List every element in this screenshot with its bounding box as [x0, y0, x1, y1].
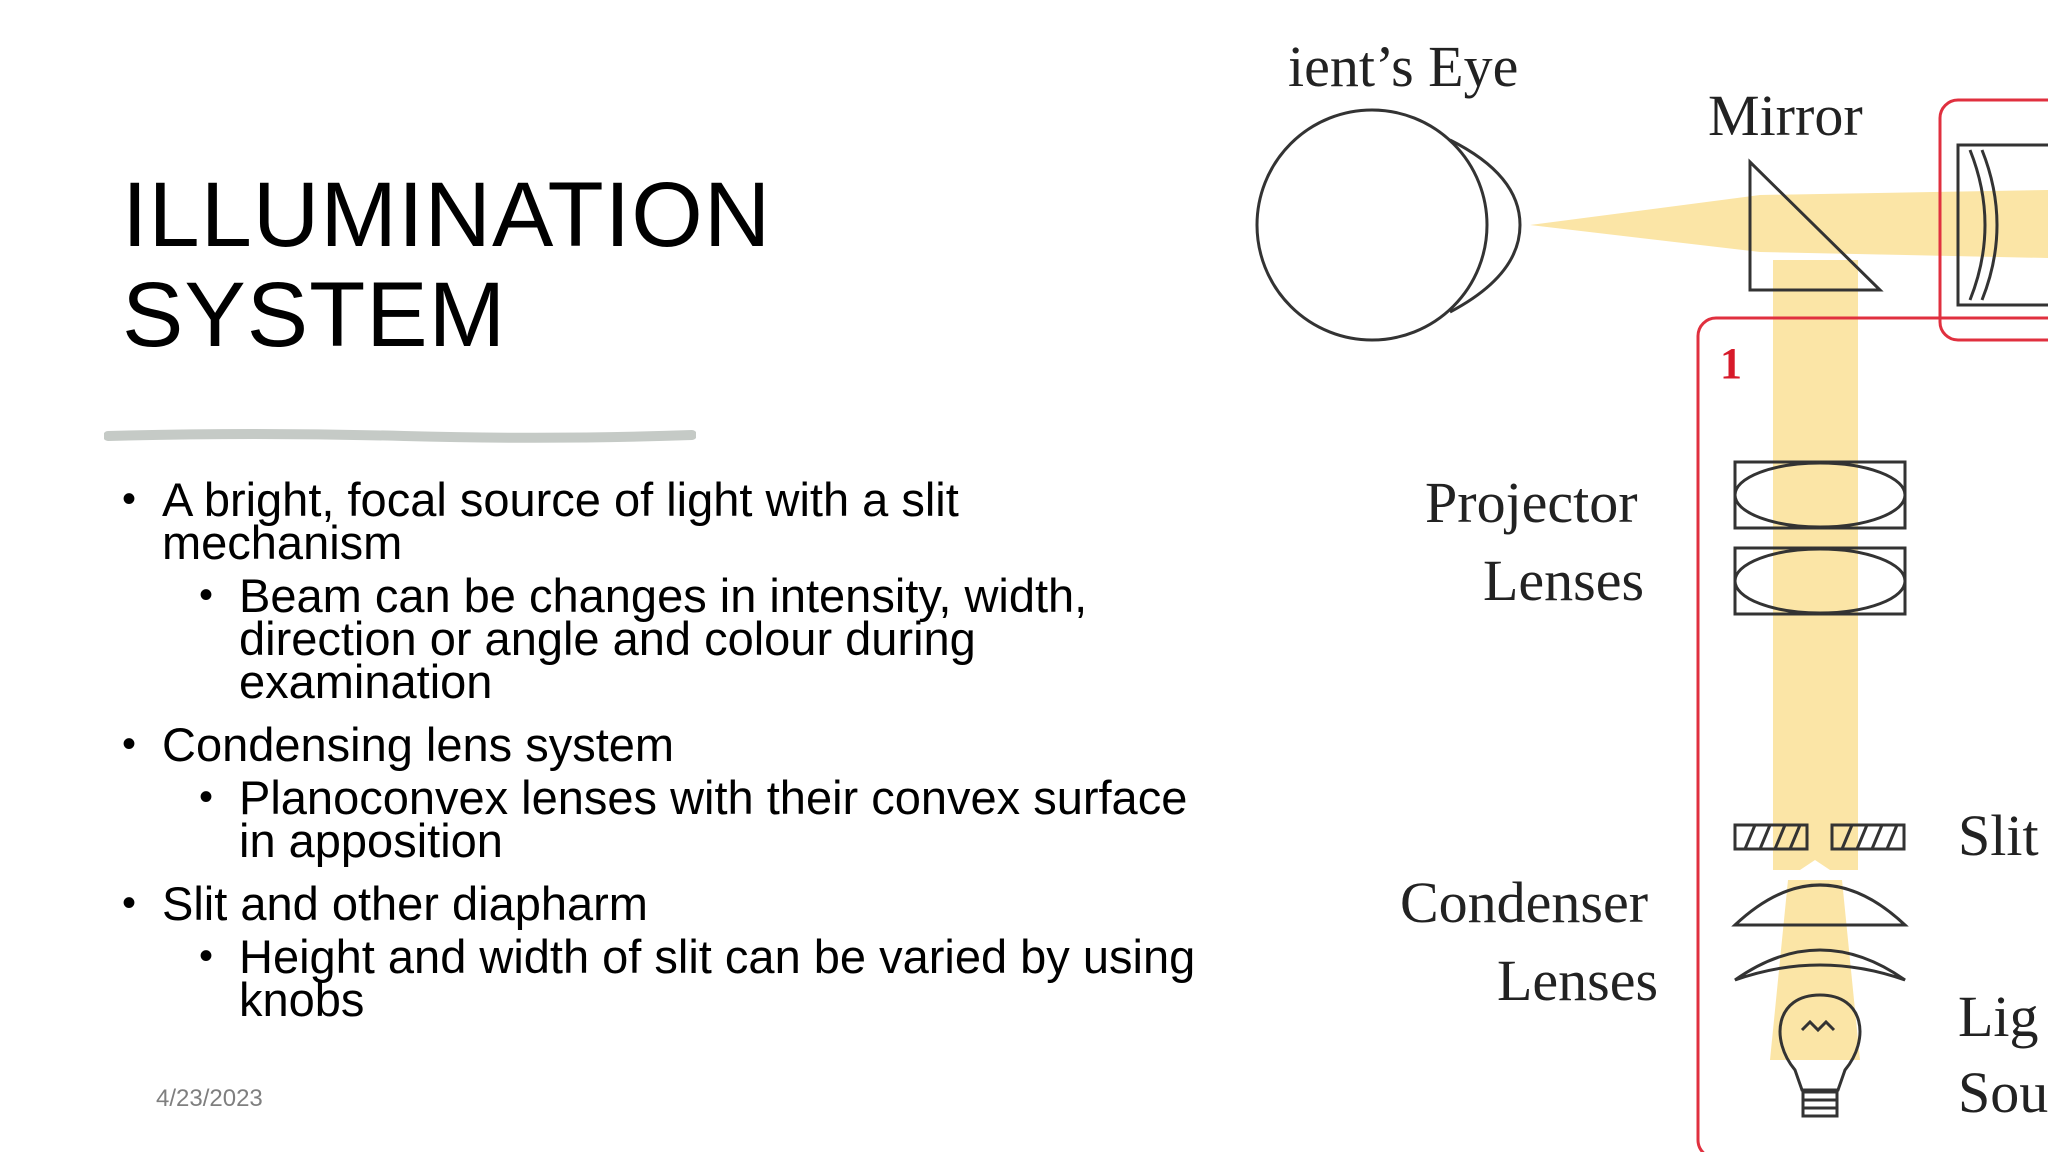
sub-bullet-3: • Height and width of slit can be varied… [122, 930, 1202, 1026]
bullet-text: Slit and other diapharm [162, 877, 648, 930]
eye-icon [1255, 108, 1522, 342]
sub-bullet-2: • Planoconvex lenses with their convex s… [122, 771, 1202, 867]
projector-lenses-icon [1733, 460, 1907, 616]
slide-date: 4/23/2023 [156, 1085, 263, 1112]
objective-lens-icon [1956, 143, 2048, 307]
mirror-label: Mirror [1708, 83, 1863, 148]
bullet-text: A bright, focal source of light with a s… [162, 473, 959, 569]
sub-bullet-text: Planoconvex lenses with their convex sur… [239, 771, 1188, 867]
light-bulb-icon [1778, 993, 1862, 1118]
slide-title: ILLUMINATION SYSTEM [122, 165, 1122, 365]
sub-bullet-text: Height and width of slit can be varied b… [239, 930, 1196, 1026]
bullet-glyph: • [122, 722, 137, 766]
vertical-beam [1773, 260, 1858, 870]
sub-bullet-text: Beam can be changes in intensity, width,… [239, 569, 1088, 708]
bullet-glyph: • [199, 934, 214, 978]
light-label: Lig [1958, 984, 2039, 1049]
slit-icon [1733, 823, 1906, 851]
sub-bullet-1: • Beam can be changes in intensity, widt… [122, 569, 1202, 708]
horizontal-beam [1530, 190, 2048, 258]
bullet-glyph: • [199, 775, 214, 819]
bullet-item-3: • Slit and other diapharm • Height and w… [122, 877, 1202, 1026]
source-label: Sou [1958, 1060, 2048, 1125]
bullet-item-1: • A bright, focal source of light with a… [122, 473, 1202, 708]
bullet-glyph: • [199, 573, 214, 617]
title-line-2: SYSTEM [122, 264, 507, 366]
title-divider [104, 429, 696, 443]
condenser-lenses-label: Lenses [1497, 948, 1658, 1013]
condenser-label: Condenser [1400, 870, 1648, 935]
projector-lenses-label: Lenses [1483, 548, 1644, 613]
bullet-list: • A bright, focal source of light with a… [122, 473, 1202, 1041]
observation-frame [1938, 98, 2048, 342]
condenser-lenses-icon [1731, 883, 1909, 982]
lower-beam [1770, 880, 1860, 1060]
projector-label: Projector [1425, 470, 1638, 535]
bullet-text: Condensing lens system [162, 718, 675, 771]
bullet-glyph: • [122, 881, 137, 925]
bullet-item-2: • Condensing lens system • Planoconvex l… [122, 718, 1202, 867]
section-number: 1 [1720, 339, 1742, 388]
bullet-glyph: • [122, 477, 137, 521]
title-line-1: ILLUMINATION [122, 164, 772, 266]
slit-lamp-diagram: 1 ient’s Eye Mirror Projector Lenses [1255, 34, 2048, 1152]
patients-eye-label: ient’s Eye [1288, 34, 1518, 99]
slit-label: Slit [1958, 803, 2039, 868]
mirror-icon [1748, 158, 1884, 292]
